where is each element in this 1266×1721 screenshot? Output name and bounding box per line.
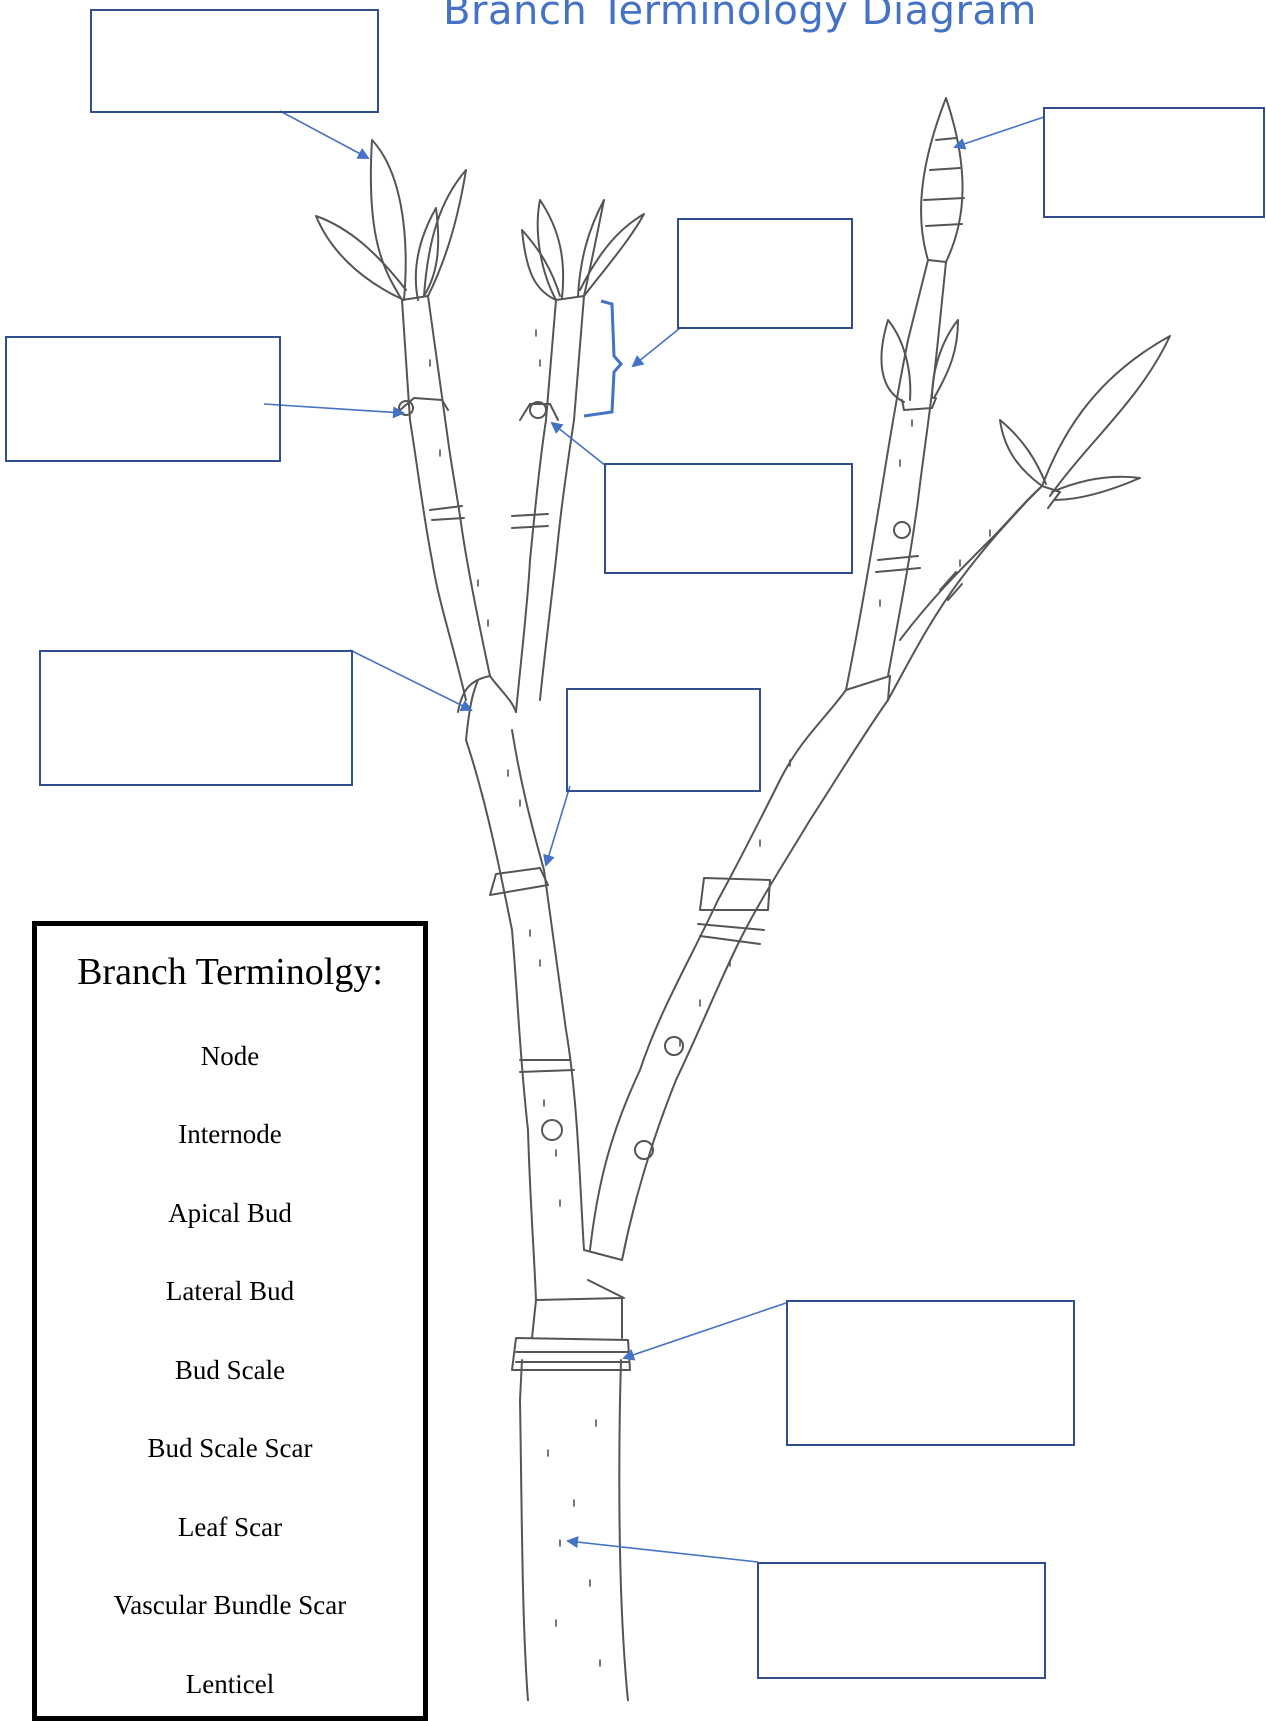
legend-term-lateral-bud: Lateral Bud — [37, 1276, 423, 1307]
legend-term-lenticel: Lenticel — [37, 1669, 423, 1700]
arrow-apical-bud — [280, 111, 368, 158]
arrow-lenticel — [568, 1541, 758, 1562]
label-box-7[interactable] — [566, 688, 761, 792]
arrow-right-bud — [955, 117, 1044, 147]
label-box-6[interactable] — [39, 650, 353, 786]
internode-bracket — [584, 301, 621, 416]
label-box-5[interactable] — [604, 463, 853, 574]
arrow-lateral-bud — [264, 404, 403, 413]
terminology-legend: Branch Terminolgy: Node Internode Apical… — [32, 921, 428, 1721]
legend-term-apical-bud: Apical Bud — [37, 1198, 423, 1229]
label-box-9[interactable] — [757, 1562, 1046, 1679]
arrow-middle-stem — [546, 786, 570, 865]
legend-term-node: Node — [37, 1041, 423, 1072]
legend-term-leaf-scar: Leaf Scar — [37, 1512, 423, 1543]
label-box-1[interactable] — [90, 9, 379, 113]
legend-term-internode: Internode — [37, 1119, 423, 1150]
label-box-8[interactable] — [786, 1300, 1075, 1446]
label-box-3[interactable] — [677, 218, 853, 329]
legend-term-bud-scale: Bud Scale — [37, 1355, 423, 1386]
branch-sketch — [316, 98, 1170, 1701]
legend-title: Branch Terminolgy: — [37, 950, 423, 994]
arrow-internode — [633, 328, 680, 366]
arrow-leaf-scar — [552, 423, 606, 466]
arrow-node — [350, 650, 471, 710]
label-box-4[interactable] — [5, 336, 281, 462]
legend-term-bud-scale-scar: Bud Scale Scar — [37, 1433, 423, 1464]
legend-term-vascular-bundle-scar: Vascular Bundle Scar — [37, 1590, 423, 1621]
arrow-bud-scale-scar — [624, 1303, 786, 1358]
page-title: Branch Terminology Diagram — [380, 0, 1100, 34]
label-box-2[interactable] — [1043, 107, 1265, 218]
